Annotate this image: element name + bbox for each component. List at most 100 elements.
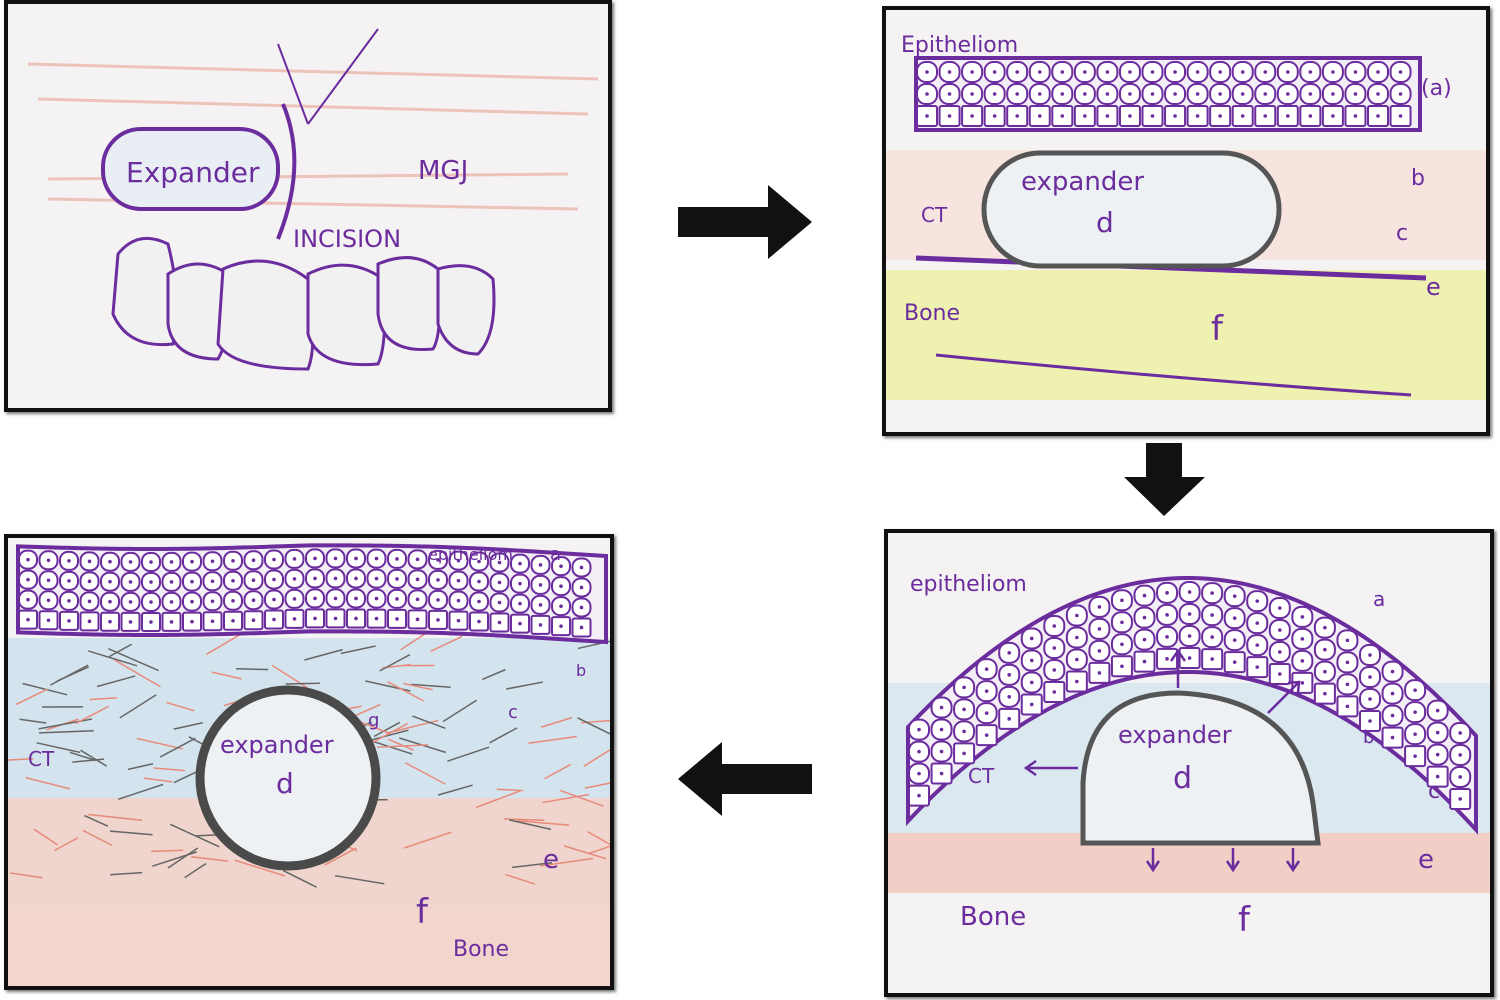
cell-nucleus bbox=[1187, 612, 1192, 616]
cell-nucleus bbox=[415, 577, 420, 582]
fiber bbox=[38, 718, 93, 730]
cell-nucleus bbox=[559, 564, 563, 568]
cell-nucleus bbox=[518, 581, 522, 586]
label-c: c bbox=[1428, 779, 1440, 804]
fiber bbox=[373, 721, 401, 738]
cell-nucleus bbox=[1286, 92, 1290, 96]
cell-nucleus bbox=[292, 577, 297, 581]
cell-nucleus bbox=[456, 578, 461, 583]
fiber bbox=[173, 722, 203, 730]
fiber bbox=[304, 648, 343, 661]
fiber bbox=[184, 862, 207, 879]
cell-nucleus bbox=[1398, 92, 1403, 96]
cell-nucleus bbox=[272, 597, 276, 602]
fiber bbox=[236, 668, 269, 671]
cell-nucleus bbox=[1435, 730, 1440, 735]
label-b: b bbox=[1411, 166, 1425, 191]
cell-nucleus bbox=[1390, 713, 1395, 718]
fiber bbox=[39, 729, 94, 734]
fiber bbox=[152, 851, 197, 867]
cell-nucleus bbox=[1142, 637, 1147, 642]
cell-nucleus bbox=[939, 771, 944, 776]
cell-nucleus bbox=[1029, 658, 1034, 663]
label-bone: Bone bbox=[453, 937, 509, 962]
cell-nucleus bbox=[1052, 690, 1057, 694]
fiber bbox=[503, 818, 545, 822]
fiber bbox=[84, 814, 109, 827]
fiber bbox=[540, 857, 594, 867]
cell-nucleus bbox=[1368, 719, 1372, 723]
cell-nucleus bbox=[1173, 92, 1177, 96]
cell-nucleus bbox=[1353, 114, 1358, 118]
fiber bbox=[82, 829, 113, 847]
incision-line bbox=[276, 103, 297, 240]
cell-nucleus bbox=[1060, 114, 1065, 118]
cell-nucleus bbox=[917, 793, 921, 798]
cell-nucleus bbox=[1128, 114, 1132, 118]
cell-nucleus bbox=[1083, 114, 1087, 118]
cell-nucleus bbox=[1263, 70, 1268, 74]
fiber bbox=[482, 668, 506, 681]
fiber bbox=[412, 715, 446, 730]
cell-nucleus bbox=[1218, 92, 1222, 96]
cell-nucleus bbox=[1187, 656, 1192, 660]
cell-nucleus bbox=[962, 751, 966, 756]
cell-nucleus bbox=[970, 70, 974, 74]
fiber bbox=[211, 671, 242, 680]
cell-nucleus bbox=[1029, 702, 1034, 707]
label-c: c bbox=[1396, 221, 1408, 246]
cell-nucleus bbox=[1435, 708, 1440, 713]
cell-nucleus bbox=[1300, 659, 1305, 663]
cell-nucleus bbox=[518, 601, 522, 606]
cell-nucleus bbox=[108, 599, 112, 604]
fiber bbox=[387, 681, 425, 702]
cell-nucleus bbox=[374, 596, 379, 601]
cell-nucleus bbox=[1278, 628, 1282, 632]
fiber bbox=[8, 758, 34, 761]
cell-nucleus bbox=[1075, 613, 1079, 618]
cell-nucleus bbox=[26, 557, 30, 562]
cell-nucleus bbox=[128, 580, 133, 584]
fiber bbox=[53, 837, 79, 852]
label-f: f bbox=[1238, 900, 1251, 940]
cell-nucleus bbox=[1345, 638, 1350, 643]
label-expander: expander bbox=[220, 731, 334, 759]
cell-nucleus bbox=[313, 616, 317, 621]
cell-nucleus bbox=[1255, 621, 1260, 625]
cell-nucleus bbox=[1331, 114, 1335, 118]
cell-nucleus bbox=[87, 599, 92, 604]
cell-nucleus bbox=[559, 604, 563, 608]
cell-nucleus bbox=[1105, 92, 1110, 96]
fiber bbox=[584, 782, 610, 789]
cell-nucleus bbox=[1263, 92, 1268, 96]
cell-nucleus bbox=[128, 600, 133, 604]
cell-nucleus bbox=[1120, 664, 1124, 669]
cell-nucleus bbox=[1029, 680, 1034, 685]
cell-nucleus bbox=[1368, 653, 1372, 657]
fiber bbox=[403, 682, 433, 691]
cell-nucleus bbox=[984, 689, 989, 693]
label-a: a bbox=[550, 544, 561, 565]
cell-nucleus bbox=[970, 92, 974, 96]
fiber bbox=[159, 737, 196, 758]
cell-nucleus bbox=[917, 771, 921, 776]
label-incision: INCISION bbox=[293, 225, 401, 253]
cell-nucleus bbox=[925, 114, 929, 118]
cell-nucleus bbox=[477, 579, 481, 584]
cell-nucleus bbox=[1345, 682, 1350, 687]
fiber bbox=[10, 872, 43, 879]
fiber bbox=[108, 643, 133, 658]
cell-nucleus bbox=[415, 597, 420, 602]
cell-nucleus bbox=[395, 577, 399, 581]
fiber bbox=[563, 845, 607, 860]
cell-nucleus bbox=[46, 558, 51, 563]
cell-nucleus bbox=[579, 625, 584, 630]
cell-nucleus bbox=[1165, 635, 1169, 639]
cell-nucleus bbox=[26, 577, 30, 582]
cell-nucleus bbox=[1240, 92, 1245, 96]
label-expander: expander bbox=[1118, 721, 1232, 749]
cell-nucleus bbox=[374, 616, 379, 621]
cell-nucleus bbox=[1052, 624, 1057, 628]
cell-nucleus bbox=[374, 556, 379, 561]
cell-nucleus bbox=[1435, 752, 1440, 757]
